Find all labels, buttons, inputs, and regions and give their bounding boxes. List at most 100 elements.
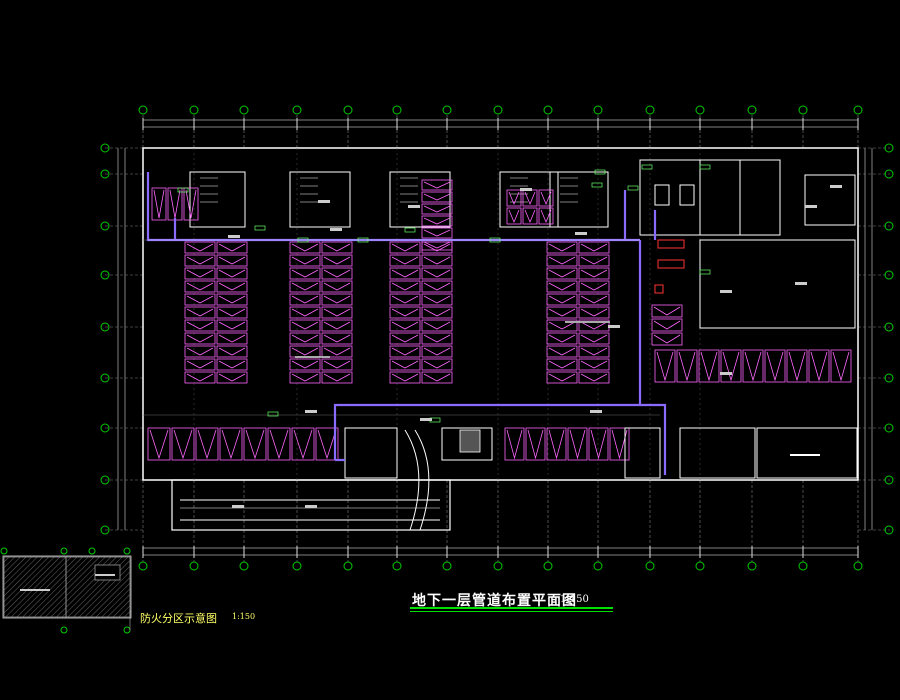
corner-room [804,174,856,226]
annotation-mark [699,164,711,170]
parking-space-icon [289,254,321,267]
annotation-mark [699,269,711,275]
parking-space-icon [546,306,578,319]
axis-bubble-icon [100,525,110,535]
axis-bubble-icon [392,105,402,115]
parking-space-icon [421,254,453,267]
axis-bubble-icon [543,561,553,571]
parking-space-icon [389,267,421,280]
axis-bubble-icon [695,105,705,115]
axis-bubble-icon [88,547,96,555]
annotation-mark [420,418,432,421]
parking-space-icon [676,349,698,383]
annotation-mark [404,227,416,233]
parking-space-icon [421,241,453,254]
annotation-mark [641,164,653,170]
annotation-mark [720,290,732,293]
stair-core [549,171,609,228]
axis-bubble-icon [189,105,199,115]
axis-bubble-icon [853,561,863,571]
axis-bubble-icon [884,270,894,280]
parking-space-icon [321,345,353,358]
parking-space-icon [389,319,421,332]
parking-space-icon [522,189,538,207]
parking-space-icon [289,345,321,358]
parking-space-icon [389,254,421,267]
parking-space-icon [546,371,578,384]
parking-space-icon [243,427,267,461]
parking-space-icon [289,267,321,280]
parking-space-icon [289,332,321,345]
parking-space-icon [588,427,609,461]
parking-space-icon [546,319,578,332]
parking-space-icon [167,187,183,221]
shaft-room [441,427,493,461]
pump-icon [459,429,481,453]
parking-space-icon [389,293,421,306]
parking-space-icon [289,280,321,293]
parking-space-icon [184,358,216,371]
axis-bubble-icon [100,322,110,332]
pipe-route [333,240,642,460]
axis-bubble-icon [884,221,894,231]
title-underline [410,607,613,609]
parking-space-icon [389,241,421,254]
parking-space-icon [321,280,353,293]
stair-core [389,171,451,228]
parking-space-icon [321,293,353,306]
equipment-icon [654,284,664,294]
annotation-mark [594,169,606,175]
parking-space-icon [546,254,578,267]
parking-space-icon [389,345,421,358]
parking-space-icon [421,371,453,384]
parking-space-icon [651,332,683,346]
parking-space-icon [720,349,742,383]
parking-space-icon [321,358,353,371]
parking-space-icon [808,349,830,383]
parking-space-icon [216,319,248,332]
parking-space-icon [216,280,248,293]
axis-bubble-icon [239,561,249,571]
parking-space-icon [184,371,216,384]
parking-space-icon [578,306,610,319]
parking-space-icon [578,267,610,280]
axis-bubble-icon [343,105,353,115]
parking-space-icon [538,189,554,207]
parking-space-icon [421,358,453,371]
axis-bubble-icon [123,547,131,555]
parking-space-icon [504,427,525,461]
parking-space-icon [421,203,453,215]
axis-bubble-icon [884,143,894,153]
axis-bubble-icon [853,105,863,115]
parking-space-icon [525,427,546,461]
parking-space-icon [421,227,453,239]
axis-bubble-icon [138,561,148,571]
annotation-mark [805,205,817,208]
parking-space-icon [830,349,852,383]
parking-space-icon [321,319,353,332]
parking-space-icon [546,293,578,306]
axis-bubble-icon [884,373,894,383]
axis-bubble-icon [493,561,503,571]
parking-space-icon [421,332,453,345]
parking-space-icon [421,215,453,227]
parking-space-icon [184,332,216,345]
equipment-room [639,159,741,236]
parking-space-icon [147,427,171,461]
room-outline [756,427,858,479]
machine-room [699,239,856,329]
annotation-mark [330,228,342,231]
pipe-route [640,403,667,475]
tank-icon [679,184,695,206]
axis-bubble-icon [798,105,808,115]
parking-space-icon [184,241,216,254]
axis-bubble-icon [343,561,353,571]
annotation-mark [591,182,603,188]
parking-space-icon [578,293,610,306]
parking-space-icon [651,304,683,318]
parking-space-icon [786,349,808,383]
parking-space-icon [216,345,248,358]
parking-space-icon [216,267,248,280]
parking-space-icon [578,254,610,267]
parking-space-icon [219,427,243,461]
